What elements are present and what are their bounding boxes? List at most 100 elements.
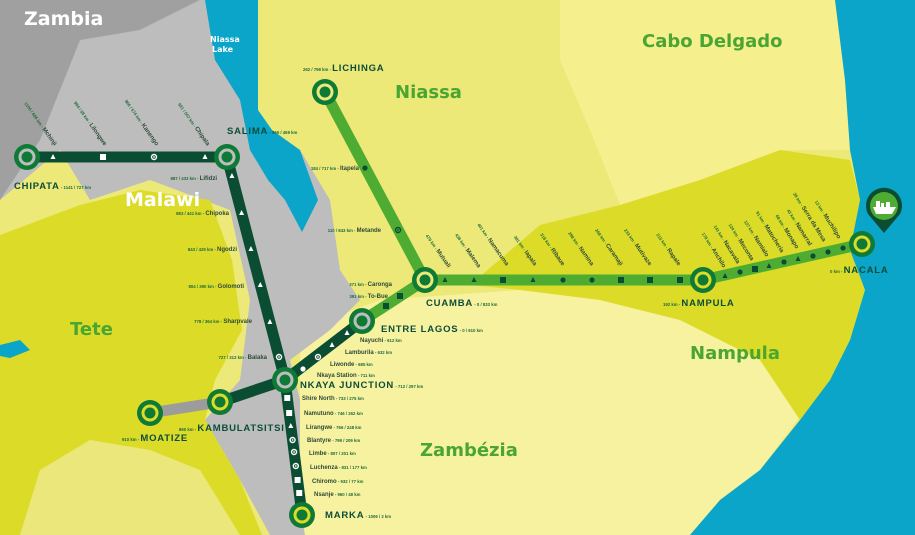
station-kambulatsitsi[interactable] [207, 389, 233, 415]
stop-marker-triangle-icon [202, 154, 208, 159]
stop-km: 883 / 441 km [176, 211, 202, 216]
stop-marker-dot-icon [737, 269, 743, 275]
station-name: MOATIZE [140, 433, 188, 444]
region-label-malawi: Malawi [125, 189, 200, 211]
stop-name: Ngodzi [217, 247, 237, 253]
stop-label-namutuno: Namutuno - 746 / 262 km [304, 411, 363, 417]
rail-line-nkaya-entre-lagos[interactable] [281, 316, 366, 385]
station-lichinga[interactable] [312, 79, 338, 105]
region-label-zambezia: Zambézia [420, 440, 518, 461]
station-label-marka: MARKA - 1006 / 2 km [325, 510, 391, 521]
stop-label-liwonde: Liwonde - 685 km [330, 362, 373, 368]
stop-label-shire-north: Shire North - 733 / 275 km [302, 396, 364, 402]
stop-km: 28 km [792, 192, 803, 205]
region-label-nampula: Nampula [690, 343, 780, 364]
stop-marker-dot-icon [825, 249, 831, 255]
stop-marker-triangle-icon [239, 210, 245, 215]
stop-marker-square-icon [647, 277, 653, 283]
stop-marker-triangle-icon [248, 246, 254, 251]
station-name: KAMBULATSITSI [197, 423, 284, 434]
stop-marker-target-icon [290, 448, 298, 456]
rail-line-salima-nkaya[interactable] [221, 155, 291, 382]
stop-label-nsanje: Nsanje - 960 / 48 km [314, 492, 361, 498]
stop-name: To-Bue [368, 294, 389, 300]
station-name: LICHINGA [332, 63, 384, 74]
stop-name: Luchenza [310, 465, 338, 471]
stop-label-chiromo: Chiromo - 932 / 77 km [312, 479, 364, 485]
stop-label-itapela: 184 / 717 km - Itapela [311, 166, 360, 172]
station-nkaya-junction[interactable] [272, 367, 298, 393]
station-chipata[interactable] [14, 144, 40, 170]
ocean [690, 0, 915, 535]
ship-icon [873, 201, 896, 214]
stop-marker-triangle-icon [722, 273, 728, 278]
station-salima[interactable] [214, 144, 240, 170]
nacala-port-pin[interactable] [866, 187, 902, 233]
stop-km: 685 km [358, 362, 373, 367]
rail-line-lichinga-cuamba[interactable] [320, 89, 430, 283]
station-marka[interactable] [289, 502, 315, 528]
station-name: CHIPATA [14, 181, 60, 192]
stop-km: 12 km [814, 200, 825, 213]
stop-km: 733 / 275 km [339, 396, 365, 401]
station-km: 0 km [830, 269, 840, 274]
stop-name: Caronga [368, 282, 393, 288]
stop-marker-target-icon [289, 436, 296, 444]
stop-name: Lamburila [345, 350, 374, 356]
stop-label-golomoti: 804 / 390 km - Golomoti [189, 284, 245, 290]
stop-km: 804 / 390 km [189, 284, 215, 289]
stop-name: Itapela [340, 166, 360, 172]
station-cuamba[interactable] [412, 267, 438, 293]
stop-marker-target-icon [292, 462, 300, 470]
stop-marker-triangle-icon [50, 154, 56, 159]
stop-name: Limbe [309, 451, 327, 457]
small-lake [0, 340, 30, 358]
stop-km: 843 / 429 km [188, 247, 214, 252]
stop-label-limbe: Limbe - 807 / 201 km [309, 451, 356, 457]
cabo-delgado-area [560, 0, 850, 205]
station-name: MARKA [325, 510, 364, 521]
stop-label-blantyre: Blantyre - 799 / 209 km [307, 438, 360, 444]
stop-marker-triangle-icon [229, 173, 235, 178]
stop-km: 799 / 209 km [335, 438, 361, 443]
stop-marker-square-icon [286, 410, 293, 416]
station-km: 262 / 798 km [303, 67, 329, 72]
stop-marker-triangle-icon [530, 277, 536, 282]
stop-km: 932 / 77 km [341, 479, 364, 484]
stop-km: 68 km [774, 214, 785, 227]
stop-km: 887 / 433 km [171, 176, 197, 181]
niassa-lake [205, 0, 318, 232]
region-label-cabo-delgado: Cabo Delgado [642, 31, 782, 52]
station-label-lichinga: 262 / 798 km - LICHINGA [303, 63, 384, 74]
stop-km: 391 km [349, 294, 364, 299]
stop-name: Shire North [302, 396, 335, 402]
stop-marker-square-icon [100, 154, 106, 160]
station-entre-lagos[interactable] [349, 308, 375, 334]
stop-km: 91 km [755, 210, 766, 223]
stop-km: 746 / 262 km [338, 411, 364, 416]
region-label-lake-1: Niassa [210, 35, 240, 44]
stop-marker-triangle-icon [442, 277, 448, 282]
station-label-nkaya-junction: NKAYA JUNCTION - 712 / 297 km [300, 380, 423, 391]
station-km: 0 / 610 km [462, 328, 483, 333]
stop-label-lamburila: Lamburila - 632 km [345, 350, 392, 356]
station-km: 192 km [663, 302, 678, 307]
stop-label-lirangwe: Lirangwe - 766 / 248 km [306, 425, 362, 431]
station-nacala[interactable] [849, 231, 875, 257]
station-moatize[interactable] [137, 400, 163, 426]
stop-label-luchenza: Luchenza - 831 / 177 km [310, 465, 367, 471]
stop-label-nkaya-station: Nkaya Station - 711 km [317, 373, 375, 379]
station-name: NACALA [844, 265, 889, 276]
stop-label-to-bue: 391 km - To-Bue [349, 294, 388, 300]
stop-label-balaka: 727 / 313 km - Balaka [218, 355, 267, 361]
stop-name: Namutuno [304, 411, 334, 417]
stop-marker-square-icon [677, 277, 683, 283]
station-km: 1006 / 2 km [368, 514, 391, 519]
stop-marker-triangle-icon [267, 319, 273, 324]
stop-marker-target-icon [314, 353, 322, 361]
station-nampula[interactable] [690, 267, 716, 293]
stop-label-caronga: 371 km - Caronga [349, 282, 392, 288]
stop-label-nayuchi: Nayuchi - 612 km [360, 338, 402, 344]
stop-label-sharpvale: 778 / 364 km - Sharpvale [194, 319, 253, 325]
